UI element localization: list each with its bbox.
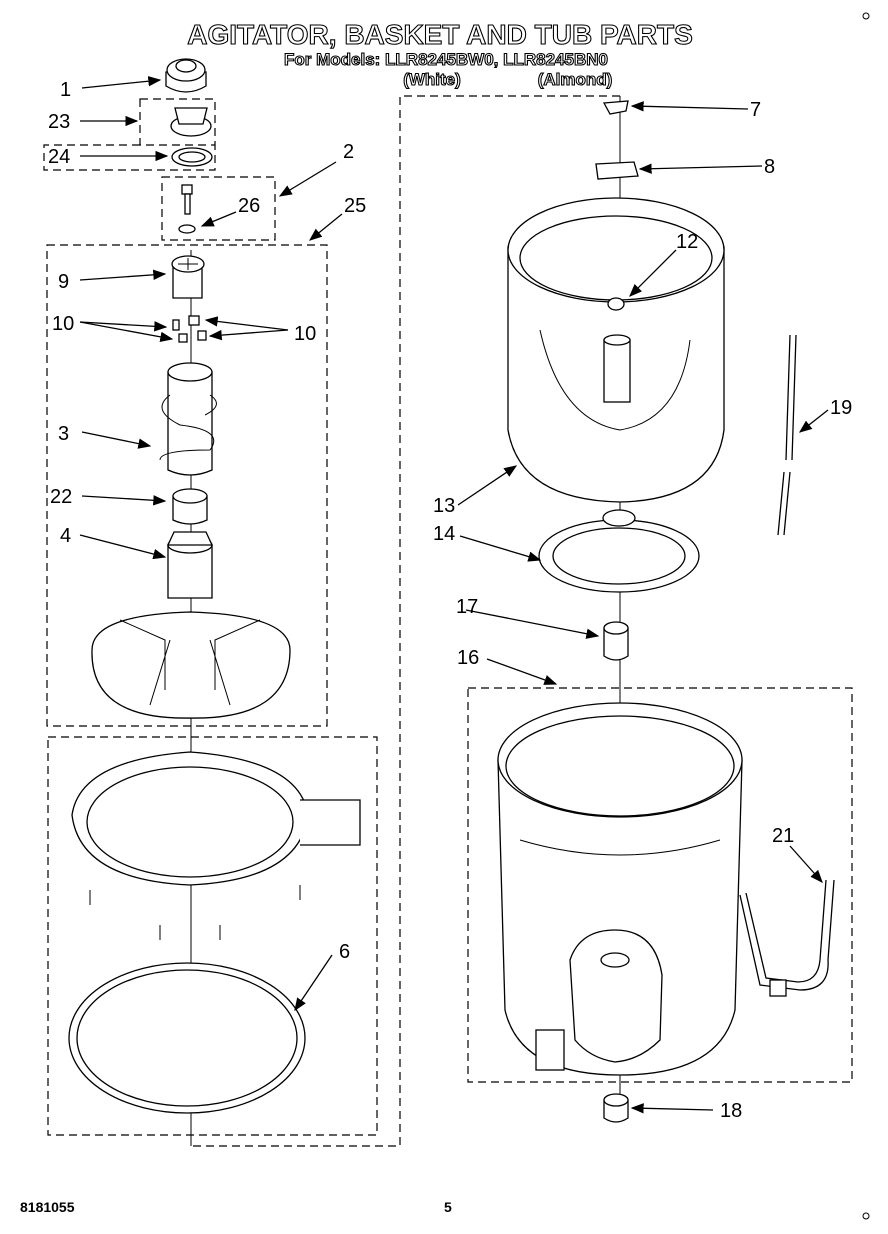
part-agitator-base <box>91 531 291 719</box>
part-outer-tub <box>497 702 743 1076</box>
part-bearing <box>172 488 208 525</box>
part-bolt-washer <box>178 184 196 234</box>
part-tub-seal <box>603 1093 629 1123</box>
callout-9: 9 <box>58 271 69 293</box>
group-box-26 <box>161 176 276 241</box>
page-number: 5 <box>444 1199 452 1215</box>
callout-25: 25 <box>344 195 366 217</box>
callout-3: 3 <box>58 423 69 445</box>
part-cam-drive <box>171 255 205 299</box>
corner-mark-top <box>862 12 870 20</box>
color-almond-label: (Almond) <box>538 70 613 89</box>
part-hose <box>777 334 797 536</box>
part-drain-hose <box>739 879 835 997</box>
part-dogs <box>172 315 207 343</box>
group-box-24 <box>43 144 216 171</box>
callout-13: 13 <box>433 495 455 517</box>
part-cam <box>170 107 212 137</box>
callout-1: 1 <box>60 79 71 101</box>
group-box-16 <box>467 687 853 1083</box>
callout-14: 14 <box>433 523 455 545</box>
part-basket <box>507 197 725 503</box>
callout-7: 7 <box>750 99 761 121</box>
callout-26: 26 <box>238 195 260 217</box>
part-basket-drive-hub <box>538 509 700 593</box>
callout-23: 23 <box>48 111 70 133</box>
callout-10-left: 10 <box>52 313 74 335</box>
callout-18: 18 <box>720 1100 742 1122</box>
callout-2: 2 <box>343 141 354 163</box>
color-white-label: (White) <box>403 70 461 89</box>
callout-19: 19 <box>830 397 852 419</box>
callout-16: 16 <box>457 647 479 669</box>
part-tub-ring <box>71 751 361 940</box>
callout-10-right: 10 <box>294 323 316 345</box>
callout-21: 21 <box>772 825 794 847</box>
callout-12: 12 <box>676 231 698 253</box>
leader-lines <box>79 76 829 1114</box>
part-tub-seal-ring <box>68 962 306 1114</box>
models-line: For Models: LLR8245BW0, LLR8245BN0 <box>284 50 608 69</box>
part-agitator-auger <box>159 362 217 476</box>
part-agitator-cap <box>165 58 207 93</box>
callout-22: 22 <box>50 486 72 508</box>
callout-6: 6 <box>339 941 350 963</box>
doc-number: 8181055 <box>20 1199 75 1215</box>
part-bushing <box>603 621 629 661</box>
callout-4: 4 <box>60 525 71 547</box>
part-retainer <box>595 161 639 180</box>
part-clip <box>602 100 629 115</box>
group-box-23 <box>139 98 216 146</box>
callout-24: 24 <box>48 146 70 168</box>
corner-mark-bottom <box>862 1212 870 1220</box>
callout-8: 8 <box>764 156 775 178</box>
page-title: AGITATOR, BASKET AND TUB PARTS <box>187 19 693 50</box>
assembly-connector-line <box>192 95 620 1147</box>
callout-17: 17 <box>456 596 478 618</box>
group-box-6 <box>47 736 378 1136</box>
part-ring-seal <box>171 147 213 167</box>
group-box-25 <box>46 244 328 727</box>
